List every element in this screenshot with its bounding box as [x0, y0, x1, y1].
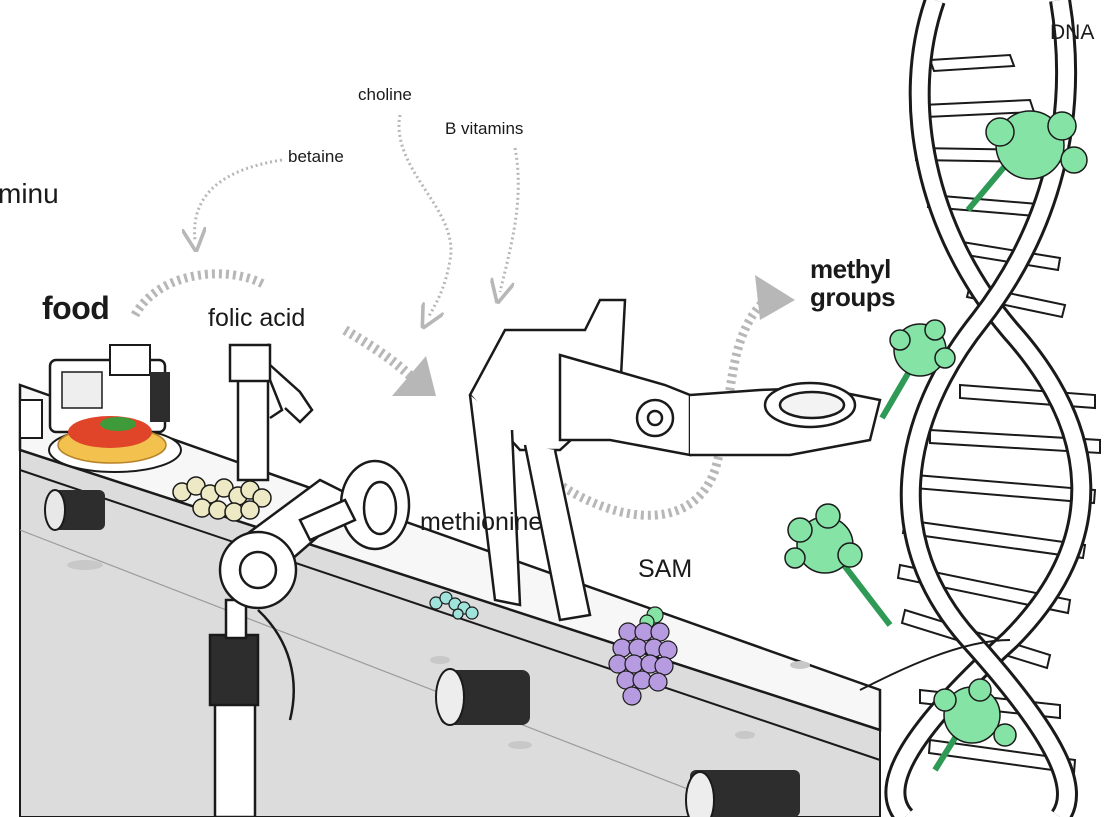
methionine-label: methionine — [420, 510, 542, 535]
sam-to-methyl-arrowhead — [755, 275, 795, 320]
belt-roller — [45, 490, 105, 530]
betaine-label: betaine — [288, 148, 344, 165]
cut-off-text: minu — [0, 180, 59, 208]
b-vitamins-arrow — [500, 148, 518, 292]
folic-acid-label: folic acid — [208, 306, 305, 331]
dna-label: DNA — [1050, 22, 1094, 43]
betaine-arrow — [195, 160, 282, 240]
belt-roller — [436, 669, 530, 725]
belt-roller — [686, 770, 800, 817]
sam-label: SAM — [638, 557, 692, 582]
methyl-group-icon — [785, 504, 890, 625]
robot-arm-icon — [230, 345, 312, 480]
folic-to-methionine-arrowhead — [392, 356, 436, 396]
groups-label: groups — [810, 284, 895, 310]
food-label: food — [42, 292, 109, 324]
methyl-label: methyl — [810, 256, 891, 282]
b-vitamins-label: B vitamins — [445, 120, 523, 137]
choline-label: choline — [358, 86, 412, 103]
choline-arrow — [399, 115, 451, 318]
